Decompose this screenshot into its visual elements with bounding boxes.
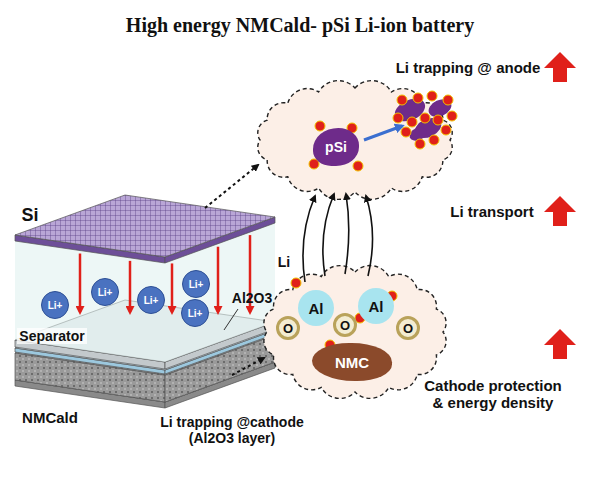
- node-text: O: [340, 318, 350, 333]
- ion-flow-arrow: [171, 263, 174, 312]
- node-text: Li+: [188, 308, 203, 319]
- lithium-dot: [407, 117, 417, 127]
- transport-arrow: [366, 196, 373, 276]
- lithium-dot: [291, 278, 301, 288]
- lithium-dot: [415, 139, 425, 149]
- node-text: NMC: [335, 354, 369, 371]
- increase-arrow: [544, 196, 576, 226]
- increase-arrow: [544, 52, 576, 82]
- effect-label: Li trapping @ anode: [396, 59, 541, 76]
- lithium-dot: [443, 95, 453, 105]
- transport-arrow: [303, 196, 315, 282]
- node-text: Li+: [189, 279, 204, 290]
- li-ion: Li+: [91, 278, 119, 306]
- lithium-dot: [441, 125, 451, 135]
- oxygen-atom: O: [276, 316, 300, 340]
- node-text: Al: [309, 300, 324, 317]
- node-text: Li+: [48, 300, 63, 311]
- lithium-dot: [420, 113, 430, 123]
- ion-flow-arrow: [217, 247, 220, 312]
- node-text: Li+: [144, 295, 159, 306]
- dotted-pointer: [232, 358, 264, 375]
- li-ion: Li+: [41, 291, 69, 319]
- li-ion: Li+: [181, 299, 209, 327]
- oxygen-atom: O: [333, 313, 357, 337]
- lithiation-arrow: [364, 126, 402, 140]
- transport-arrow: [345, 194, 349, 274]
- dotted-pointer: [205, 165, 258, 208]
- si-plate-top: [15, 195, 275, 257]
- lithium-dot: [433, 115, 443, 125]
- transport-arrow: [323, 194, 334, 276]
- increase-arrow: [544, 329, 576, 359]
- lithium-dot: [429, 135, 439, 145]
- electrode-label: NMCald: [22, 409, 78, 426]
- lithium-dot: [393, 113, 403, 123]
- li-ion: Li+: [182, 270, 210, 298]
- electrode-label: Si: [21, 205, 38, 226]
- lithium-dot: [401, 127, 411, 137]
- aluminium-atom: Al: [358, 288, 394, 324]
- effect-label: Cathode protection & energy density: [421, 377, 566, 412]
- cloud-bubble: [258, 81, 452, 200]
- psi-particle: pSi: [313, 128, 359, 166]
- oxygen-atom: O: [396, 316, 420, 340]
- lithium-dot: [397, 95, 407, 105]
- effect-label: Li transport: [450, 203, 533, 220]
- cloud-bubble: [264, 266, 446, 399]
- lithium-dot: [353, 161, 363, 171]
- node-text: pSi: [325, 139, 347, 155]
- aluminium-atom: Al: [298, 290, 334, 326]
- lithium-dot: [413, 93, 423, 103]
- node-text: Al: [369, 298, 384, 315]
- node-text: O: [283, 321, 293, 336]
- layer-label: Separator: [17, 328, 86, 344]
- node-text: O: [403, 321, 413, 336]
- lithium-dot: [315, 121, 325, 131]
- ion-flow-arrow: [129, 261, 132, 312]
- li-ion: Li+: [137, 286, 165, 314]
- effect-label: Li trapping @cathode (Al2O3 layer): [157, 414, 307, 446]
- node-text: Li+: [98, 287, 113, 298]
- title: High energy NMCald- pSi Li-ion battery: [0, 14, 600, 37]
- atom-label: Li: [278, 254, 290, 270]
- leader-line: [224, 309, 238, 330]
- lithium-dot: [447, 111, 457, 121]
- ion-flow-arrow: [79, 254, 82, 312]
- layer-label: Al2O3: [232, 290, 272, 306]
- lithium-dot: [427, 91, 437, 101]
